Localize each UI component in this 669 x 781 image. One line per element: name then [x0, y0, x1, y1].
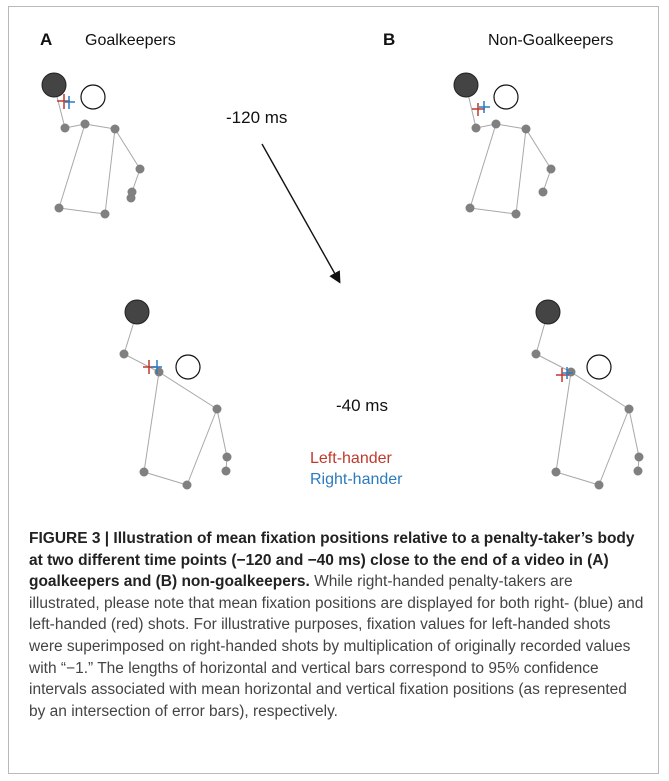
head-icon [124, 299, 150, 325]
head-icon [453, 72, 479, 98]
figure-svg: A Goalkeepers B Non-Goalkeepers -120 ms … [40, 30, 644, 490]
figure-non-goalkeepers-early [453, 72, 556, 219]
panel-a-title: Goalkeepers [85, 32, 176, 49]
time-label-early: -120 ms [226, 108, 287, 127]
caption-body: While right-handed penalty-takers are il… [29, 573, 644, 720]
head-icon [535, 299, 561, 325]
ball-icon [586, 354, 612, 380]
panel-a-letter: A [40, 30, 52, 49]
fixation-markers [57, 94, 75, 109]
figure-caption: FIGURE 3 | Illustration of mean fixation… [29, 528, 647, 722]
legend-left-hander: Left-hander [310, 450, 393, 467]
figure-non-goalkeepers-late [531, 299, 644, 490]
caption-title: FIGURE 3 | Illustration of mean fixation… [29, 530, 635, 591]
figure-illustration: A Goalkeepers B Non-Goalkeepers -120 ms … [9, 7, 660, 517]
panel-b-letter: B [383, 30, 395, 49]
ball-icon [175, 354, 201, 380]
fixation-markers [143, 360, 162, 374]
head-icon [41, 72, 67, 98]
figure-frame: A Goalkeepers B Non-Goalkeepers -120 ms … [8, 6, 659, 774]
legend-right-hander: Right-hander [310, 471, 403, 488]
fixation-markers [472, 101, 490, 116]
figure-goalkeepers-late [119, 299, 232, 490]
ball-icon [80, 84, 106, 110]
ball-icon [493, 84, 519, 110]
time-label-late: -40 ms [336, 396, 388, 415]
figure-goalkeepers-early [41, 72, 145, 219]
time-arrow [261, 143, 341, 284]
panel-b-title: Non-Goalkeepers [488, 32, 613, 49]
fixation-markers [556, 367, 573, 382]
